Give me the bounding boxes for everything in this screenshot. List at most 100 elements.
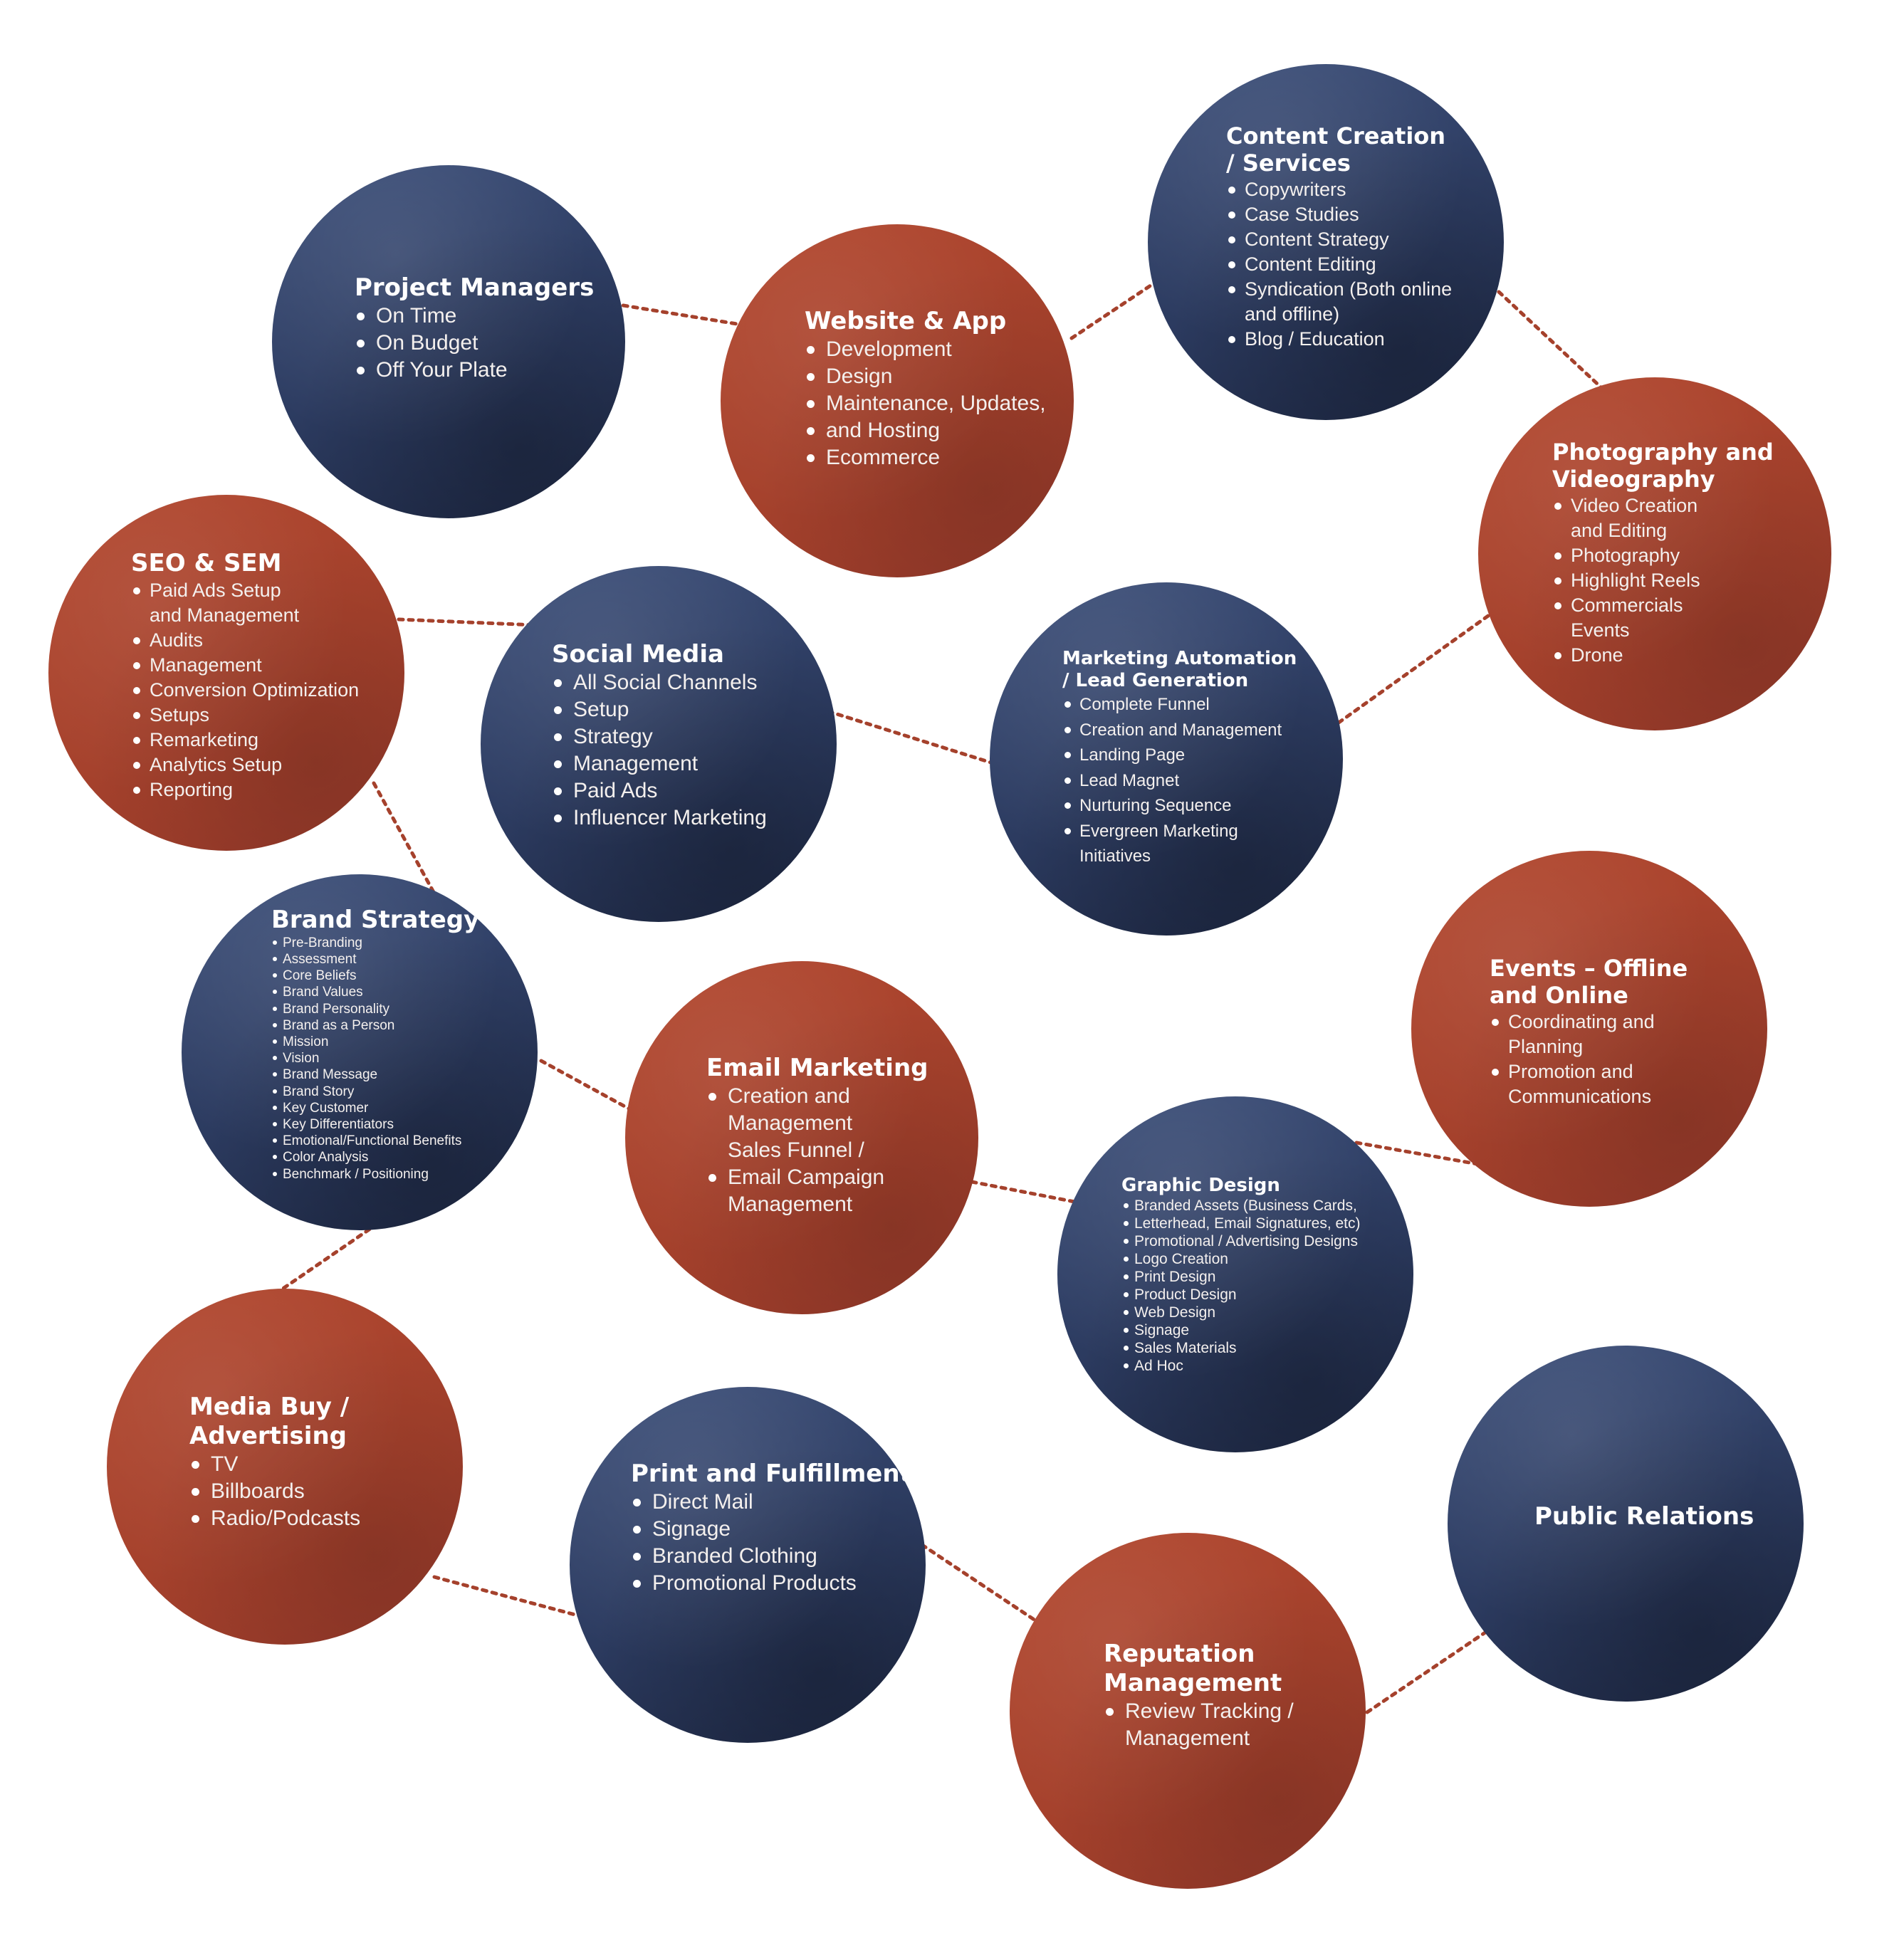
list-item: Audits bbox=[131, 628, 359, 653]
node-title: Website & App bbox=[805, 307, 1007, 335]
node-list: Copywriters Case Studies Content Strateg… bbox=[1226, 177, 1452, 352]
list-item: Vision bbox=[271, 1050, 479, 1067]
node-list: Pre-Branding Assessment Core Beliefs Bra… bbox=[271, 935, 479, 1183]
node-media-buy: Media Buy /Advertising TV Billboards Rad… bbox=[107, 1289, 463, 1645]
list-item: Development bbox=[805, 336, 1046, 363]
list-item: Content Strategy bbox=[1226, 227, 1452, 252]
title-line: Photography and bbox=[1552, 439, 1774, 466]
list-item: Brand Story bbox=[271, 1084, 479, 1100]
list-item: and Editing bbox=[1571, 519, 1668, 541]
list-item: Branded Assets (Business Cards, bbox=[1121, 1197, 1361, 1215]
title-line: Advertising bbox=[189, 1421, 347, 1450]
title-line: Events – Offline bbox=[1490, 955, 1688, 982]
node-social-media: Social Media All Social Channels Setup S… bbox=[481, 566, 837, 922]
node-title: SEO & SEM bbox=[131, 549, 282, 577]
node-marketing-automation: Marketing Automation/ Lead Generation Co… bbox=[990, 582, 1343, 936]
title-line: Media Buy / bbox=[189, 1393, 350, 1421]
node-print-fulfillment: Print and Fulfillment Direct Mail Signag… bbox=[570, 1387, 926, 1743]
list-item: Paid Ads Setup bbox=[131, 578, 359, 603]
list-item: and offline) bbox=[1245, 303, 1340, 325]
list-item: Promotion and bbox=[1490, 1059, 1688, 1084]
list-item: Planning bbox=[1508, 1035, 1584, 1057]
list-item: Core Beliefs bbox=[271, 968, 479, 984]
node-list: On Time On Budget Off Your Plate bbox=[355, 303, 594, 384]
list-item: TV bbox=[189, 1451, 360, 1478]
list-item: Branded Clothing bbox=[631, 1543, 911, 1570]
list-item: Highlight Reels bbox=[1552, 568, 1774, 593]
node-title: Graphic Design bbox=[1121, 1175, 1280, 1196]
list-item: Product Design bbox=[1121, 1286, 1361, 1304]
list-item: Content Editing bbox=[1226, 252, 1452, 277]
link-media-print bbox=[432, 1575, 582, 1618]
node-title: Content Creation/ Services bbox=[1226, 122, 1452, 177]
node-list: Branded Assets (Business Cards, Letterhe… bbox=[1121, 1197, 1361, 1375]
node-title: Brand Strategy bbox=[271, 906, 480, 934]
list-item: Letterhead, Email Signatures, etc) bbox=[1121, 1215, 1361, 1232]
list-item: Key Differentiators bbox=[271, 1116, 479, 1133]
list-item: Brand as a Person bbox=[271, 1017, 479, 1034]
node-title: Email Marketing bbox=[706, 1054, 928, 1082]
list-item: On Time bbox=[355, 303, 594, 330]
node-graphic-design: Graphic Design Branded Assets (Business … bbox=[1057, 1096, 1413, 1452]
node-public-relations: Public Relations bbox=[1448, 1346, 1804, 1702]
list-item: On Budget bbox=[355, 330, 594, 357]
node-title: Media Buy /Advertising bbox=[189, 1393, 360, 1451]
node-list: Development Design Maintenance, Updates,… bbox=[805, 336, 1046, 471]
list-item: Print Design bbox=[1121, 1268, 1361, 1286]
title-line: Videography bbox=[1552, 466, 1715, 493]
link-reputation-pr bbox=[1365, 1621, 1501, 1714]
title-line: / Services bbox=[1226, 150, 1351, 177]
node-list: TV Billboards Radio/Podcasts bbox=[189, 1451, 360, 1532]
list-item: Email Campaign bbox=[706, 1164, 928, 1191]
list-item: Brand Personality bbox=[271, 1001, 479, 1017]
list-item: Creation and bbox=[706, 1083, 928, 1110]
node-title: Public Relations bbox=[1534, 1502, 1754, 1531]
list-item: Sales Materials bbox=[1121, 1339, 1361, 1357]
node-seo-sem: SEO & SEM Paid Ads Setup and Management … bbox=[48, 495, 404, 851]
link-social-automation bbox=[817, 706, 1013, 771]
node-list: Paid Ads Setup and Management Audits Man… bbox=[131, 578, 359, 802]
link-photography-automation bbox=[1336, 614, 1490, 725]
list-item: Emotional/Functional Benefits bbox=[271, 1133, 479, 1149]
list-item: Copywriters bbox=[1226, 177, 1452, 202]
list-item: Management bbox=[131, 653, 359, 678]
list-item: Direct Mail bbox=[631, 1489, 911, 1516]
list-item: Sales Funnel / bbox=[728, 1138, 864, 1162]
list-item: and Hosting bbox=[805, 417, 1046, 444]
list-item: Management bbox=[728, 1192, 853, 1216]
node-list: Direct Mail Signage Branded Clothing Pro… bbox=[631, 1489, 911, 1597]
node-title: Project Managers bbox=[355, 273, 595, 302]
list-item: Case Studies bbox=[1226, 202, 1452, 227]
list-item: Off Your Plate bbox=[355, 357, 594, 384]
list-item: Creation and Management bbox=[1062, 718, 1297, 743]
list-item: Events bbox=[1571, 619, 1630, 641]
node-project-managers: Project Managers On Time On Budget Off Y… bbox=[272, 165, 625, 518]
list-item: Influencer Marketing bbox=[552, 805, 767, 832]
list-item: Brand Message bbox=[271, 1067, 479, 1083]
title-line: Content Creation bbox=[1226, 122, 1446, 150]
list-item: Billboards bbox=[189, 1478, 360, 1505]
node-list: Complete Funnel Creation and Management … bbox=[1062, 692, 1297, 869]
title-line: / Lead Generation bbox=[1062, 670, 1249, 692]
list-item: Drone bbox=[1552, 643, 1774, 668]
list-item: Nurturing Sequence bbox=[1062, 793, 1297, 819]
list-item: Reporting bbox=[131, 777, 359, 802]
list-item: Key Customer bbox=[271, 1100, 479, 1116]
title-line: and Online bbox=[1490, 982, 1628, 1010]
node-list: Review Tracking / Management bbox=[1104, 1698, 1294, 1752]
list-item: Evergreen Marketing bbox=[1062, 819, 1297, 844]
list-item: Blog / Education bbox=[1226, 327, 1452, 352]
list-item: Initiatives bbox=[1079, 847, 1151, 866]
list-item: Paid Ads bbox=[552, 777, 767, 805]
node-website-app: Website & App Development Design Mainten… bbox=[721, 224, 1074, 577]
list-item: Mission bbox=[271, 1034, 479, 1050]
list-item: Ad Hoc bbox=[1121, 1357, 1361, 1375]
node-list: Creation and Management Sales Funnel / E… bbox=[706, 1083, 928, 1218]
list-item: Pre-Branding bbox=[271, 935, 479, 951]
list-item: Communications bbox=[1508, 1085, 1652, 1107]
list-item: Photography bbox=[1552, 543, 1774, 568]
